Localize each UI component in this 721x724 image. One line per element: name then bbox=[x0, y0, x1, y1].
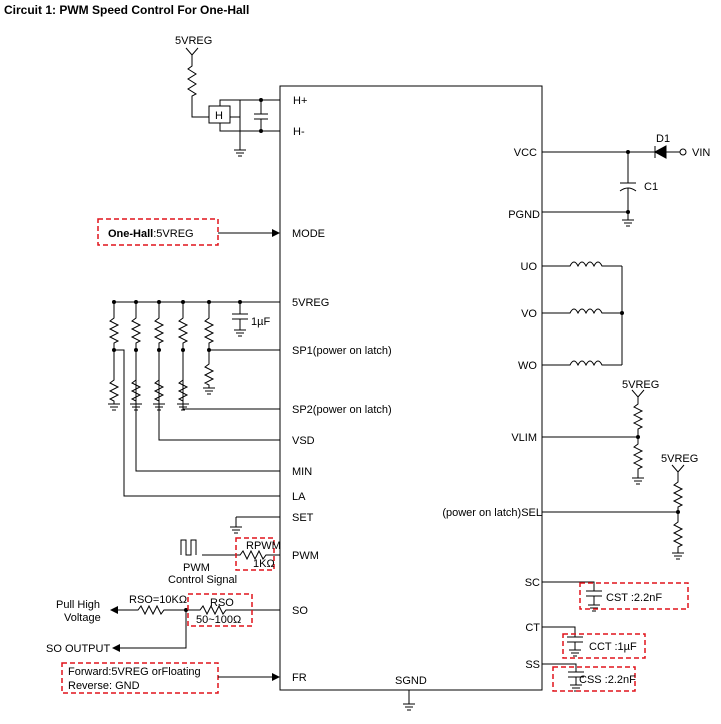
fr-annotation: Forward:5VREG orFloating Reverse: GND bbox=[61, 662, 280, 694]
speed-divider-network: 1µF bbox=[108, 300, 280, 497]
sgnd-ground bbox=[403, 690, 415, 711]
pin-sp1: SP1(power on latch) bbox=[292, 345, 392, 357]
pin-so: SO bbox=[292, 605, 308, 617]
so-output-circuit: RSO=10KΩ Pull High Voltage RSO 50~100Ω S… bbox=[46, 593, 280, 655]
mode-bold-text: One-Hall bbox=[108, 228, 153, 240]
cst-label: CST :2.2nF bbox=[606, 592, 662, 604]
pwm-input-circuit: RPWM 1KΩ PWM Control Signal bbox=[168, 537, 281, 586]
css-label: CSS :2.2nF bbox=[579, 674, 636, 686]
control-signal-label: Control Signal bbox=[168, 574, 237, 586]
pin-set: SET bbox=[292, 512, 314, 524]
vreg-sel-label: 5VREG bbox=[661, 453, 698, 465]
vreg-vlim-label: 5VREG bbox=[622, 379, 659, 391]
pin-ct: CT bbox=[525, 622, 540, 634]
pin-uo: UO bbox=[521, 261, 538, 273]
pin-pwm: PWM bbox=[292, 550, 319, 562]
ic-chip-body bbox=[279, 85, 543, 691]
right-pin-labels: VCC PGND UO VO WO VLIM (power on latch)S… bbox=[395, 147, 542, 687]
pin-pgnd: PGND bbox=[508, 209, 540, 221]
diode-label: D1 bbox=[656, 133, 670, 145]
pull-high-label: Pull High bbox=[56, 599, 100, 611]
pin-wo: WO bbox=[518, 360, 537, 372]
rso-range-label: 50~100Ω bbox=[196, 614, 241, 626]
voltage-label: Voltage bbox=[64, 612, 101, 624]
pin-sgnd: SGND bbox=[395, 675, 427, 687]
fr-forward-text: Forward:5VREG orFloating bbox=[68, 666, 201, 678]
pin-5vreg: 5VREG bbox=[292, 297, 329, 309]
pin-sp2: SP2(power on latch) bbox=[292, 404, 392, 416]
vreg-label-top: 5VREG bbox=[175, 35, 212, 47]
pin-min: MIN bbox=[292, 466, 312, 478]
hall-sensor-label: H bbox=[215, 110, 223, 122]
mode-value-text: :5VREG bbox=[153, 228, 193, 240]
sc-capacitor: CST :2.2nF bbox=[542, 581, 689, 612]
rso-pullup-label: RSO=10KΩ bbox=[129, 594, 187, 606]
left-pin-labels: H+ H- MODE 5VREG SP1(power on latch) SP2… bbox=[292, 95, 392, 684]
vin-label: VIN bbox=[692, 147, 710, 159]
pin-vcc: VCC bbox=[514, 147, 537, 159]
set-ground bbox=[230, 516, 280, 534]
mode-annotation: One-Hall:5VREG bbox=[97, 218, 280, 246]
rpwm-value: 1KΩ bbox=[253, 558, 275, 570]
sel-divider: 5VREG bbox=[542, 453, 698, 560]
pin-mode: MODE bbox=[292, 228, 325, 240]
cap-c1-label: C1 bbox=[644, 181, 658, 193]
pin-sel: (power on latch)SEL bbox=[442, 507, 542, 519]
pin-h-minus: H- bbox=[293, 126, 305, 138]
hall-sensor-circuit: 5VREG H bbox=[175, 35, 280, 157]
pin-ss: SS bbox=[525, 659, 540, 671]
rpwm-label: RPWM bbox=[246, 540, 281, 552]
ct-capacitor: CCT :1µF bbox=[542, 626, 646, 659]
pwm-signal-label: PWM bbox=[183, 562, 210, 574]
pin-sc: SC bbox=[525, 577, 540, 589]
pin-vo: VO bbox=[521, 308, 537, 320]
so-output-label: SO OUTPUT bbox=[46, 643, 110, 655]
cap-1uf-label: 1µF bbox=[251, 316, 270, 328]
page-title: Circuit 1: PWM Speed Control For One-Hal… bbox=[4, 3, 249, 17]
fr-reverse-text: Reverse: GND bbox=[68, 680, 140, 692]
pin-vlim: VLIM bbox=[511, 432, 537, 444]
pin-la: LA bbox=[292, 491, 306, 503]
power-input-circuit: D1 VIN C1 bbox=[542, 133, 710, 227]
pin-vsd: VSD bbox=[292, 435, 315, 447]
rso-series-label: RSO bbox=[210, 597, 234, 609]
pin-h-plus: H+ bbox=[293, 95, 307, 107]
pin-fr: FR bbox=[292, 672, 307, 684]
motor-coils bbox=[542, 261, 623, 367]
ss-capacitor: CSS :2.2nF bbox=[542, 663, 636, 692]
vlim-divider: 5VREG bbox=[542, 379, 659, 485]
svg-text:One-Hall:5VREG: One-Hall:5VREG bbox=[108, 228, 194, 240]
cct-label: CCT :1µF bbox=[589, 641, 637, 653]
